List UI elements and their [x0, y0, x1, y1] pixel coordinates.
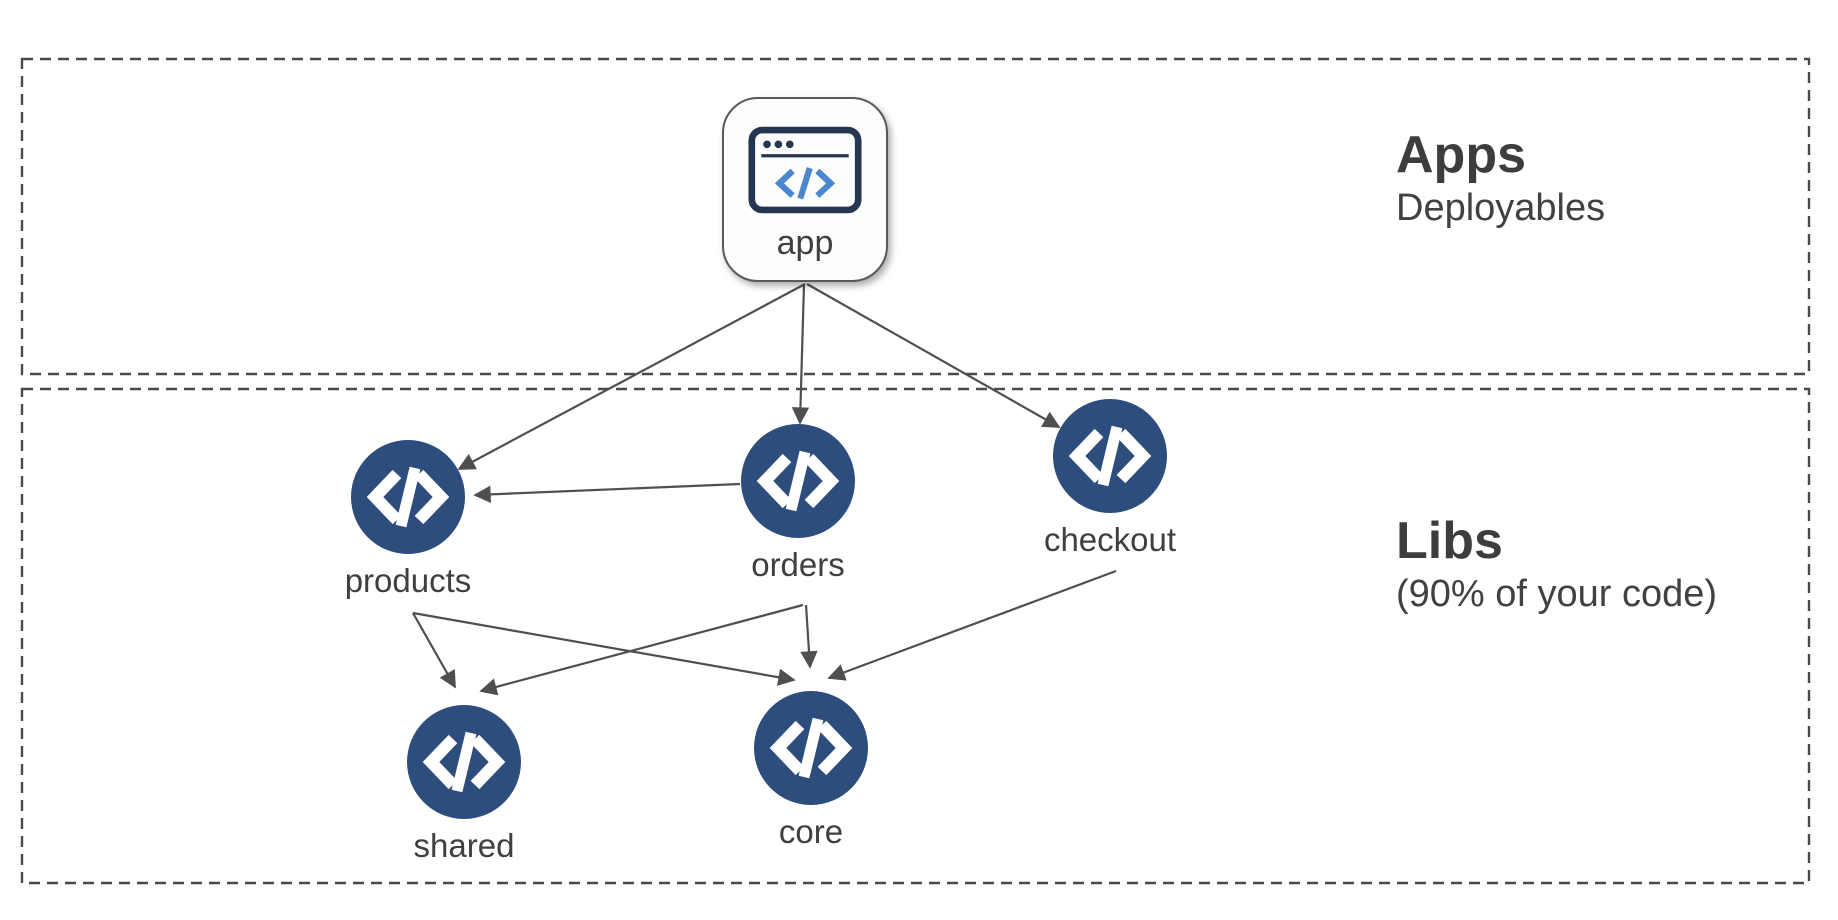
- edge-app-to-checkout: [806, 283, 1061, 428]
- code-icon: [741, 424, 855, 538]
- edge-orders-to-shared: [479, 603, 804, 696]
- node-app: app: [722, 97, 888, 282]
- browser-code-icon: [748, 126, 862, 214]
- edge-products-to-shared: [412, 612, 456, 689]
- code-icon: [351, 440, 465, 554]
- apps-section-subtitle: Deployables: [1396, 186, 1606, 229]
- node-label: app: [776, 224, 834, 262]
- node-orders: orders: [688, 424, 908, 583]
- apps-section-label: Apps Deployables: [1396, 128, 1605, 230]
- edge-orders-to-products: [473, 482, 741, 504]
- node-checkout: checkout: [1000, 399, 1220, 558]
- edge-app-to-products: [457, 283, 806, 470]
- apps-section-border: [20, 57, 1811, 376]
- apps-section-title: Apps: [1396, 126, 1526, 184]
- libs-section-subtitle: (90% of your code): [1396, 572, 1718, 615]
- node-label: shared: [413, 827, 515, 864]
- edge-checkout-to-core: [827, 569, 1117, 681]
- libs-section-title: Libs: [1396, 512, 1503, 570]
- edge-app-to-orders: [791, 283, 810, 425]
- code-icon: [407, 705, 521, 819]
- code-icon: [1053, 399, 1167, 513]
- node-products: products: [298, 440, 518, 599]
- node-shared: shared: [354, 705, 574, 864]
- node-label: products: [344, 562, 472, 599]
- libs-section-label: Libs (90% of your code): [1396, 514, 1717, 616]
- node-label: orders: [751, 546, 845, 583]
- edge-orders-to-core: [800, 604, 818, 669]
- code-icon: [754, 691, 868, 805]
- node-label: core: [778, 813, 844, 850]
- libs-section-border: [20, 387, 1811, 885]
- node-label: checkout: [1043, 521, 1177, 558]
- edge-products-to-core: [412, 611, 796, 686]
- node-core: core: [701, 691, 921, 850]
